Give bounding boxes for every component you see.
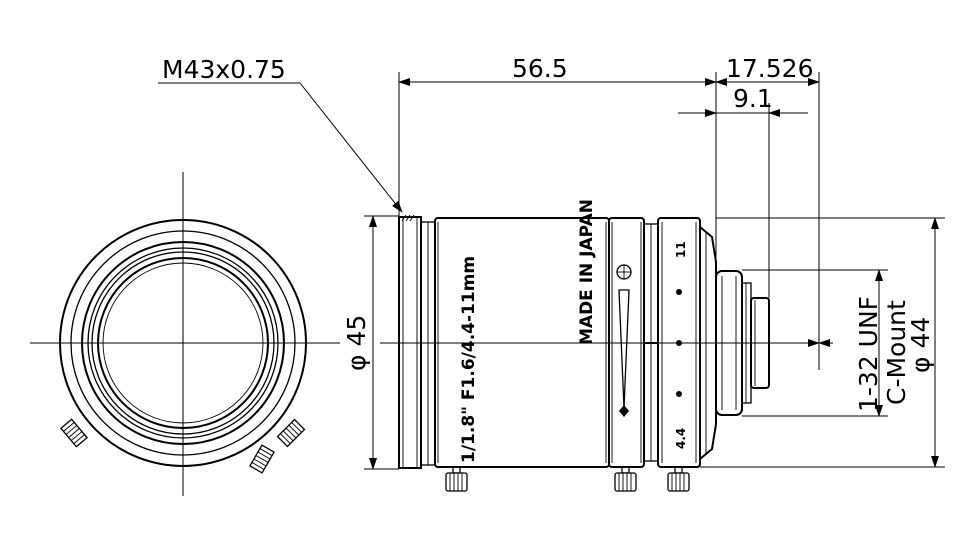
rear-diameter-dimension-label: φ 44 [906, 317, 935, 373]
retainer-inner-circle [91, 251, 275, 435]
focal-long-label: 11 [674, 241, 688, 258]
zoom-dot [676, 391, 682, 397]
thread-dimension-label: M43x0.75 [162, 55, 286, 84]
length-dimension-label: 56.5 [512, 54, 568, 83]
side-view: 1/1.8" F1.6/4.4-11mm MADE IN JAPAN 11 4.… [380, 199, 830, 492]
side-screw-focus [614, 466, 637, 492]
front-screw-right [276, 418, 306, 448]
zoom-dot [676, 289, 682, 295]
side-screw-front [445, 466, 468, 492]
origin-engraving: MADE IN JAPAN [577, 199, 597, 345]
ring-circle [70, 230, 296, 456]
zoom-dot [676, 340, 682, 346]
thread-leader-line [299, 82, 403, 213]
dimensions: M43x0.75 56.5 17.526 9.1 φ 45 1-32 UNF C… [158, 54, 945, 470]
mount-type-label: C-Mount [882, 300, 911, 405]
side-screw-zoom [667, 466, 690, 492]
focal-short-label: 4.4 [674, 428, 688, 449]
thread-mark-icon [401, 214, 415, 222]
front-glass-circle [97, 257, 269, 429]
front-view [30, 172, 340, 496]
protrusion-dimension-label: 9.1 [733, 84, 773, 113]
front-diameter-dimension-label: φ 45 [342, 315, 371, 371]
front-screw-left [60, 418, 88, 448]
mount-thread-label: 1-32 UNF [854, 296, 883, 412]
flange-back-dimension-label: 17.526 [726, 54, 813, 83]
inner-ring-circle [81, 241, 285, 445]
rear-element [750, 297, 770, 389]
focus-infinity-mark-icon [619, 405, 629, 417]
outer-barrel-circle [59, 219, 307, 467]
focus-scale-wedge [618, 289, 630, 409]
lens-spec-engraving: 1/1.8" F1.6/4.4-11mm [459, 256, 479, 463]
front-screw-bottom [249, 444, 275, 474]
rear-taper [699, 224, 717, 462]
retainer-circle [87, 247, 279, 439]
glass-edge-circle [102, 262, 264, 424]
